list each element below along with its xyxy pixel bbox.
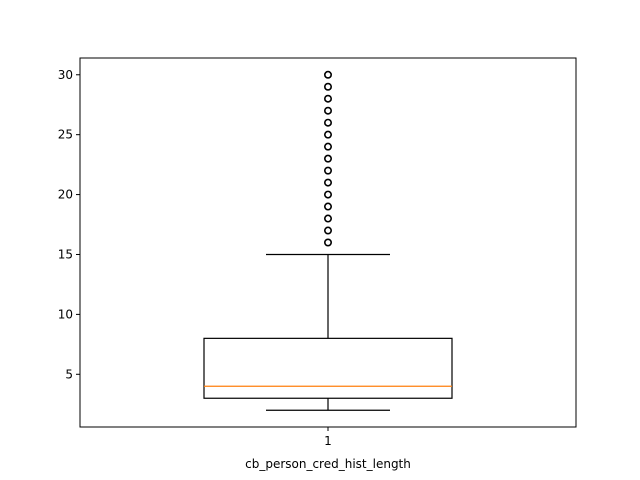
y-tick-label: 25: [58, 128, 73, 142]
outlier-point: [323, 190, 332, 199]
outlier-point: [323, 226, 332, 235]
x-axis: 1: [324, 427, 332, 448]
iqr-box: [203, 337, 453, 399]
outlier-point: [323, 238, 332, 247]
x-axis-label: cb_person_cred_hist_length: [245, 457, 411, 471]
y-tick-label: 5: [65, 367, 73, 381]
outlier-point: [323, 94, 332, 103]
outlier-point: [323, 166, 332, 175]
y-tick-label: 30: [58, 68, 73, 82]
y-tick-label: 10: [58, 307, 73, 321]
outlier-point: [323, 214, 332, 223]
outlier-point: [323, 82, 332, 91]
outlier-point: [323, 106, 332, 115]
y-tick-label: 15: [58, 247, 73, 261]
x-tick-label: 1: [324, 434, 332, 448]
outlier-point: [323, 202, 332, 211]
outlier-point: [323, 118, 332, 127]
outlier-point: [323, 178, 332, 187]
outlier-point: [323, 70, 332, 79]
outlier-point: [323, 130, 332, 139]
box-group: [203, 70, 453, 411]
y-axis: 5 10 15 20 25 30: [58, 68, 80, 381]
outlier-point: [323, 142, 332, 151]
plot-area: [203, 70, 453, 411]
y-tick-label: 20: [58, 188, 73, 202]
outlier-point: [323, 154, 332, 163]
